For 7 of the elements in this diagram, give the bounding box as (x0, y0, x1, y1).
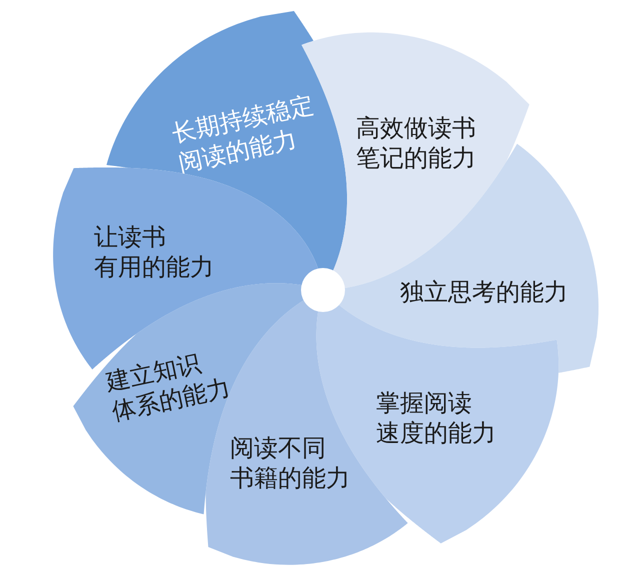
petal-label: 长期持续稳定阅读的能力 (169, 90, 318, 178)
petal-label: 建立知识体系的能力 (103, 348, 233, 427)
petal-label: 掌握阅读速度的能力 (376, 388, 496, 448)
petal-label: 高效做读书笔记的能力 (356, 113, 476, 173)
petal-label: 让读书有用的能力 (94, 222, 214, 282)
petal-label: 阅读不同书籍的能力 (230, 433, 350, 493)
petal-label: 独立思考的能力 (400, 277, 568, 307)
